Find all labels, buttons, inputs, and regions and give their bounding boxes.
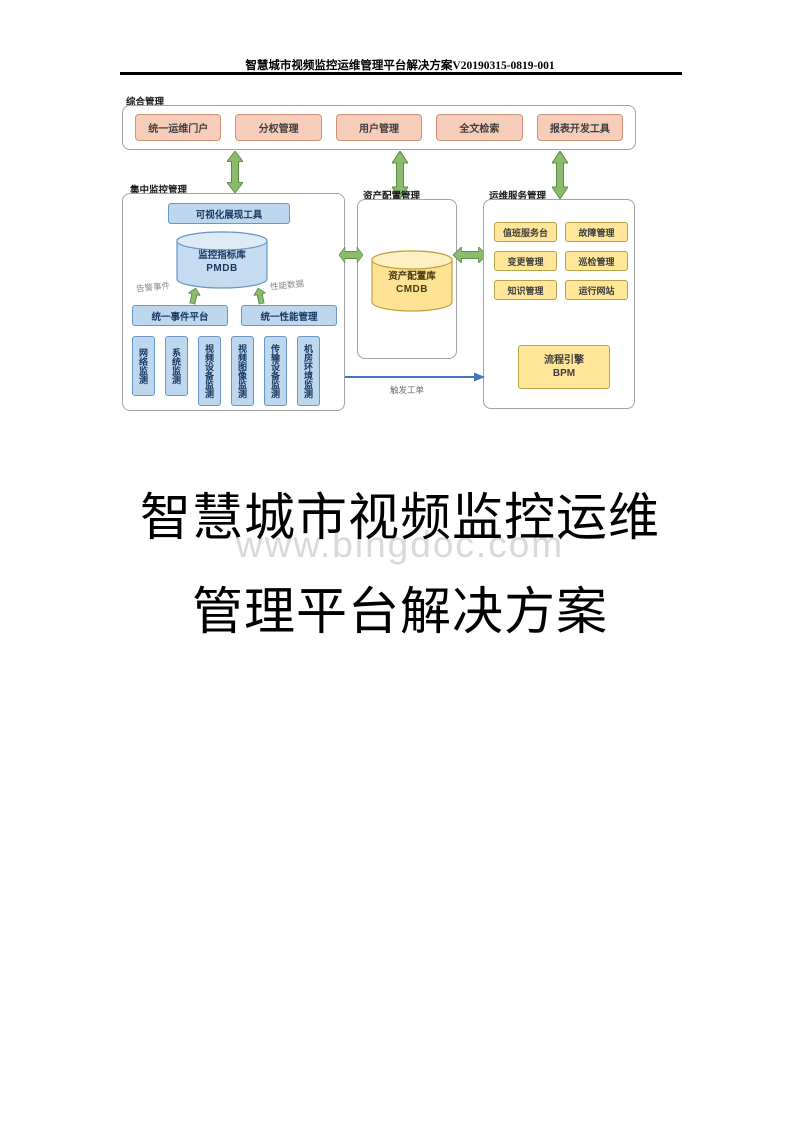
watermark-text: www.bingdoc.com	[235, 524, 565, 565]
service-item: 知识管理	[494, 280, 557, 300]
vertical-double-arrow-icon	[552, 151, 568, 199]
document-title-line2: 管理平台解决方案	[191, 583, 608, 640]
monitor-box: 系统监测	[165, 336, 188, 396]
document-title-line1: 智慧城市视频监控运维	[139, 489, 660, 546]
database-cylinder-icon	[176, 231, 268, 289]
cmdb-name: 资产配置库	[388, 271, 436, 282]
pmdb-name: 监控指标库	[198, 250, 246, 261]
service-item: 运行网站	[565, 280, 628, 300]
integrated-item: 报表开发工具	[536, 114, 624, 141]
service-item: 巡检管理	[565, 251, 628, 271]
event-platform-box: 统一事件平台	[132, 305, 228, 326]
database-cylinder-icon	[371, 250, 453, 312]
group-label-integrated: 综合管理	[126, 97, 165, 108]
monitor-box: 网络监测	[132, 336, 155, 396]
perf-platform-box: 统一性能管理	[241, 305, 337, 326]
pmdb-code: PMDB	[206, 263, 238, 275]
cmdb-database: 资产配置库 CMDB	[371, 250, 453, 312]
header-rule	[120, 72, 682, 75]
service-item: 变更管理	[494, 251, 557, 271]
bpm-engine-box: 流程引擎 BPM	[518, 345, 610, 389]
up-arrow-icon	[252, 287, 267, 305]
ticket-arrow-icon	[345, 371, 485, 383]
group-label-asset: 资产配置管理	[363, 191, 421, 202]
monitor-box: 视频设备监测	[198, 336, 221, 406]
pmdb-label: 监控指标库 PMDB	[176, 250, 268, 275]
vertical-double-arrow-icon	[227, 151, 243, 193]
horizontal-double-arrow-icon	[339, 247, 363, 263]
visual-tool-box: 可视化展现工具	[168, 203, 290, 224]
bpm-name: 流程引擎	[544, 355, 584, 366]
monitor-box: 视频图像监测	[231, 336, 254, 406]
monitor-box: 传输设备监测	[264, 336, 287, 406]
up-arrow-icon	[186, 287, 202, 305]
service-item-grid: 值班服务台 故障管理 变更管理 巡检管理 知识管理 运行网站	[494, 222, 628, 300]
integrated-item: 统一运维门户	[135, 114, 222, 141]
horizontal-double-arrow-icon	[453, 247, 487, 263]
architecture-diagram: 综合管理 统一运维门户 分权管理 用户管理 全文检索 报表开发工具 集中监控管理…	[120, 92, 640, 422]
monitor-box: 机房环境监测	[297, 336, 320, 406]
pmdb-database: 监控指标库 PMDB	[176, 231, 268, 289]
cmdb-label: 资产配置库 CMDB	[371, 271, 453, 296]
integrated-item: 用户管理	[335, 114, 423, 141]
monitor-list: 网络监测 系统监测 视频设备监测 视频图像监测 传输设备监测 机房环境监测	[132, 336, 320, 406]
integrated-item: 全文检索	[436, 114, 523, 141]
service-item: 值班服务台	[494, 222, 557, 242]
header-title: 智慧城市视频监控运维管理平台解决方案V20190315-0819-001	[245, 60, 555, 72]
group-label-monitoring: 集中监控管理	[130, 185, 188, 196]
integrated-item: 分权管理	[235, 114, 322, 141]
service-item: 故障管理	[565, 222, 628, 242]
cmdb-code: CMDB	[396, 284, 428, 296]
ticket-arrow-label: 触发工单	[390, 385, 425, 395]
vertical-double-arrow-icon	[392, 151, 408, 199]
bpm-code: BPM	[552, 368, 576, 379]
group-integrated: 统一运维门户 分权管理 用户管理 全文检索 报表开发工具	[122, 105, 636, 150]
group-label-service: 运维服务管理	[489, 191, 547, 202]
